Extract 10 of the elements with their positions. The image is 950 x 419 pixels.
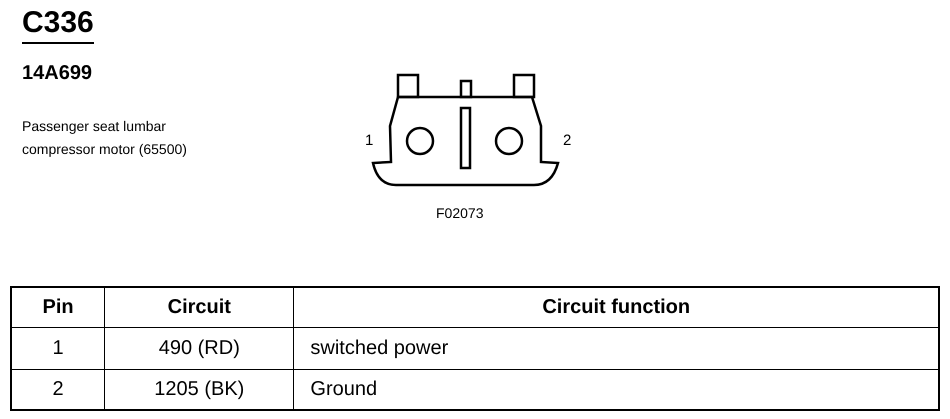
pin-label: 2 xyxy=(563,132,572,149)
circuit-number: 490 (RD) xyxy=(104,328,294,370)
connector-id: C336 xyxy=(22,6,94,44)
column-header: Circuit xyxy=(104,287,294,328)
column-header: Pin xyxy=(11,287,105,328)
part-number: 14A699 xyxy=(22,62,92,85)
component-description: Passenger seat lumbar compressor motor (65500) xyxy=(22,117,188,159)
figure-number: F02073 xyxy=(436,205,484,221)
pin-number: 1 xyxy=(11,328,105,370)
pin-label: 1 xyxy=(365,132,374,149)
